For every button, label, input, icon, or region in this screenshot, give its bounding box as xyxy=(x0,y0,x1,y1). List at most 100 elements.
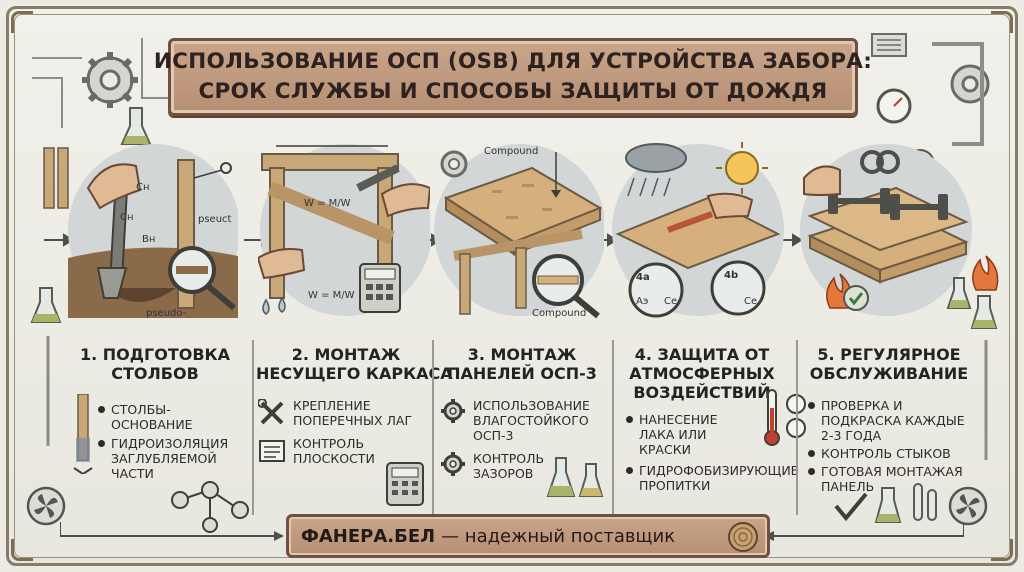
step-1-list: СТОЛБЫ-ОСНОВАНИЕ ГИДРОИЗОЛЯЦИЯ ЗАГЛУБЛЯЕ… xyxy=(70,393,248,484)
list-item: ПРОВЕРКА И ПОДКРАСКА КАЖДЫЕ 2-3 ГОДА xyxy=(808,398,984,443)
step-4-list: НАНЕСЕНИЕ ЛАКА ИЛИ КРАСКИ ГИДРОФОБИЗИРУЮ… xyxy=(626,412,799,496)
gear-pipe-decoration xyxy=(32,38,172,209)
flask-icon xyxy=(120,107,152,145)
fan-icon xyxy=(26,486,66,526)
divider xyxy=(252,340,254,515)
frame-corner xyxy=(11,11,33,33)
hand-icon xyxy=(258,248,306,280)
svg-text:pseuct: pseuct xyxy=(198,214,232,225)
step-1-illustration: Cн Cн Bн pseuct pseudo- xyxy=(68,144,238,318)
thermometer-gauge-icon xyxy=(764,389,806,446)
right-decoration xyxy=(970,255,999,460)
check-icon xyxy=(843,285,869,311)
calculator-icon xyxy=(359,263,401,313)
frame-corner xyxy=(991,11,1013,33)
step-4-title: 4. ЗАЩИТА ОТ АТМОСФЕРНЫХ ВОЗДЕЙСТВИЙ xyxy=(629,345,775,402)
step-5-illustration xyxy=(800,144,972,316)
flask-group-icon xyxy=(546,457,604,497)
molecule-icon xyxy=(171,481,249,533)
list-item: КОНТРОЛЬ ПЛОСКОСТИ xyxy=(258,436,428,466)
svg-text:Cе: Cе xyxy=(744,296,757,307)
flask-icon xyxy=(30,287,62,323)
frame-corner xyxy=(11,539,33,561)
step-3-title: 3. МОНТАЖ ПАНЕЛЕЙ ОСП-3 xyxy=(447,345,597,383)
step-4-illustration: 4a Aэ Cе 4b Cе xyxy=(612,142,784,318)
flask-icon xyxy=(946,277,972,309)
test-tube-icon xyxy=(913,483,937,521)
svg-text:Bн: Bн xyxy=(142,234,155,245)
divider xyxy=(432,340,434,515)
magnifier-icon xyxy=(532,254,600,318)
hand-icon xyxy=(86,163,142,210)
footer-brand: ФАНЕРА.БЕЛ xyxy=(301,525,436,547)
list-item: НАНЕСЕНИЕ ЛАКА ИЛИ КРАСКИ xyxy=(626,412,796,457)
footer-banner: ФАНЕРА.БЕЛ — надежный поставщик xyxy=(286,514,770,558)
magnifier-icon xyxy=(168,246,236,311)
svg-text:W = M/W: W = M/W xyxy=(308,290,355,301)
svg-text:W = M/W: W = M/W xyxy=(304,198,351,209)
wrench-cross-icon xyxy=(258,399,284,425)
calculator-icon xyxy=(386,462,424,506)
sun-icon xyxy=(716,142,768,194)
svg-text:pseudo-: pseudo- xyxy=(146,308,187,318)
flask-icon xyxy=(970,295,998,329)
footer-tagline: — надежный поставщик xyxy=(441,525,676,547)
step-5-list: ПРОВЕРКА И ПОДКРАСКА КАЖДЫЕ 2-3 ГОДА КОН… xyxy=(808,398,984,497)
gear-icon xyxy=(950,64,990,104)
svg-text:Cн: Cн xyxy=(136,182,150,193)
step-2-illustration: W = M/W W = M/W xyxy=(258,144,430,316)
step-1-title: 1. ПОДГОТОВКА СТОЛБОВ xyxy=(80,345,230,383)
step-3-illustration: Compound Compound xyxy=(434,144,604,318)
svg-text:Compound: Compound xyxy=(532,308,586,318)
svg-text:Cе: Cе xyxy=(664,296,677,307)
list-item: ГОТОВАЯ МОНТАЖАЯ ПАНЕЛЬ xyxy=(808,464,984,494)
ruler-icon xyxy=(43,147,69,209)
paint-brush-icon xyxy=(666,211,714,233)
gear-icon xyxy=(441,399,465,423)
panel-stack-icon xyxy=(807,186,969,284)
svg-text:Cн: Cн xyxy=(120,212,134,223)
rings-icon xyxy=(860,150,900,174)
step-3-list: ИСПОЛЬЗОВАНИЕ ВЛАГОСТОЙКОГО ОСП-3 КОНТРО… xyxy=(440,398,600,489)
divider xyxy=(796,340,798,515)
step-5-title: 5. РЕГУЛЯРНОЕ ОБСЛУЖИВАНИЕ xyxy=(809,345,969,383)
post-waterproof-icon xyxy=(70,393,96,477)
svg-text:Compound: Compound xyxy=(484,146,538,157)
list-item: ИСПОЛЬЗОВАНИЕ ВЛАГОСТОЙКОГО ОСП-3 xyxy=(440,398,600,443)
bottom-right-decoration xyxy=(834,483,988,526)
water-drop-icon xyxy=(262,296,286,315)
step-2-list: КРЕПЛЕНИЕ ПОПЕРЕЧНЫХ ЛАГ КОНТРОЛЬ ПЛОСКО… xyxy=(258,398,428,474)
title-line-2: СРОК СЛУЖБЫ И СПОСОБЫ ЗАЩИТЫ ОТ ДОЖДЯ xyxy=(198,79,828,104)
gear-icon xyxy=(441,452,465,476)
svg-text:4b: 4b xyxy=(724,270,738,281)
svg-text:Aэ: Aэ xyxy=(636,296,648,307)
gauge-icon xyxy=(876,88,912,124)
divider xyxy=(612,340,614,515)
check-icon xyxy=(834,492,868,522)
detail-4a: 4a Aэ Cе xyxy=(628,262,684,318)
detail-4b: 4b Cе xyxy=(710,260,766,316)
title-line-1: ИСПОЛЬЗОВАНИЕ ОСП (OSB) ДЛЯ УСТРОЙСТВА З… xyxy=(153,49,873,74)
fan-icon xyxy=(948,486,988,526)
title-banner: ИСПОЛЬЗОВАНИЕ ОСП (OSB) ДЛЯ УСТРОЙСТВА З… xyxy=(154,38,872,116)
arm-icon xyxy=(803,165,841,196)
frame-corner xyxy=(991,539,1013,561)
list-item: КОНТРОЛЬ СТЫКОВ xyxy=(808,446,984,461)
gear-icon xyxy=(82,52,138,108)
fire-icon xyxy=(972,255,999,291)
list-item: КРЕПЛЕНИЕ ПОПЕРЕЧНЫХ ЛАГ xyxy=(258,398,428,428)
wood-ring-icon xyxy=(728,522,758,552)
rain-cloud-icon xyxy=(625,143,687,197)
hand-icon xyxy=(706,192,754,220)
step-2-title: 2. МОНТАЖ НЕСУЩЕГО КАРКАСА xyxy=(256,345,453,383)
list-item: ГИДРОФОБИЗИРУЮЩИЕ ПРОПИТКИ xyxy=(626,463,799,493)
list-item: КОНТРОЛЬ ЗАЗОРОВ xyxy=(440,451,600,481)
flask-icon xyxy=(874,487,902,523)
gear-icon xyxy=(440,150,468,178)
wrench-icon xyxy=(356,164,400,192)
list-item: ГИДРОИЗОЛЯЦИЯ ЗАГЛУБЛЯЕМОЙ ЧАСТИ xyxy=(98,436,248,481)
list-item: СТОЛБЫ-ОСНОВАНИЕ xyxy=(98,402,248,432)
svg-text:4a: 4a xyxy=(636,272,650,283)
level-icon xyxy=(259,440,285,462)
left-decoration xyxy=(26,287,66,526)
